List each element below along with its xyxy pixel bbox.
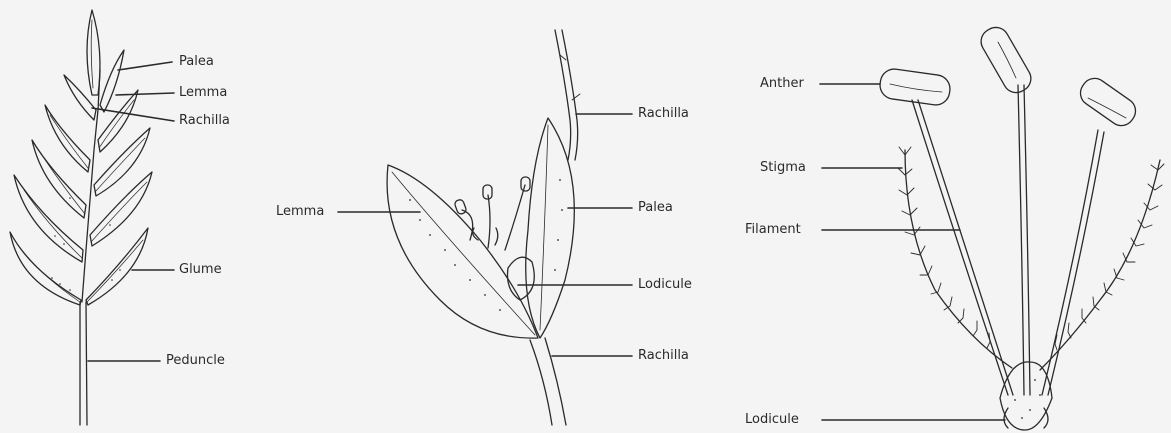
floret-drawing bbox=[387, 30, 580, 425]
peduncle-stem bbox=[80, 302, 87, 425]
terminal-floret bbox=[87, 10, 100, 95]
anther-left bbox=[878, 67, 951, 106]
stigma-hairs bbox=[898, 147, 1164, 350]
flower-drawing bbox=[878, 23, 1164, 430]
label-lemma: Lemma bbox=[179, 85, 227, 101]
stigma-right-axis bbox=[1040, 160, 1160, 370]
label-palea: Palea bbox=[179, 54, 214, 70]
rachilla-lower bbox=[530, 338, 566, 425]
label-stigma: Stigma bbox=[760, 160, 806, 176]
anther-middle bbox=[976, 23, 1035, 98]
stigma-left-axis bbox=[905, 150, 1012, 368]
flower-leader-lines bbox=[820, 84, 1005, 420]
label-palea-floret: Palea bbox=[638, 200, 673, 216]
label-lodicule-floret: Lodicule bbox=[638, 277, 692, 293]
lodicule-base bbox=[1004, 408, 1048, 428]
rachilla-upper bbox=[555, 30, 578, 160]
ovary-base bbox=[1000, 362, 1052, 430]
lodicule-shape bbox=[508, 257, 535, 300]
spikelet-drawing bbox=[10, 10, 152, 425]
filament-middle bbox=[1018, 85, 1030, 395]
lemma-outline bbox=[387, 165, 538, 338]
label-rachilla-bottom: Rachilla bbox=[638, 348, 689, 364]
label-peduncle: Peduncle bbox=[166, 353, 225, 369]
palea-outline bbox=[526, 118, 575, 338]
floret-left-4 bbox=[10, 232, 81, 305]
label-lodicule-flower: Lodicule bbox=[745, 412, 799, 428]
label-anther: Anther bbox=[760, 76, 804, 92]
label-rachilla-top: Rachilla bbox=[638, 106, 689, 122]
filament-right bbox=[1042, 130, 1104, 395]
label-filament: Filament bbox=[745, 222, 801, 238]
floret-leader-lines bbox=[338, 114, 632, 356]
filament-left bbox=[912, 100, 1013, 395]
label-rachilla: Rachilla bbox=[179, 113, 230, 129]
anther-right bbox=[1075, 73, 1140, 130]
label-glume: Glume bbox=[179, 262, 222, 278]
label-lemma-floret: Lemma bbox=[276, 204, 324, 220]
